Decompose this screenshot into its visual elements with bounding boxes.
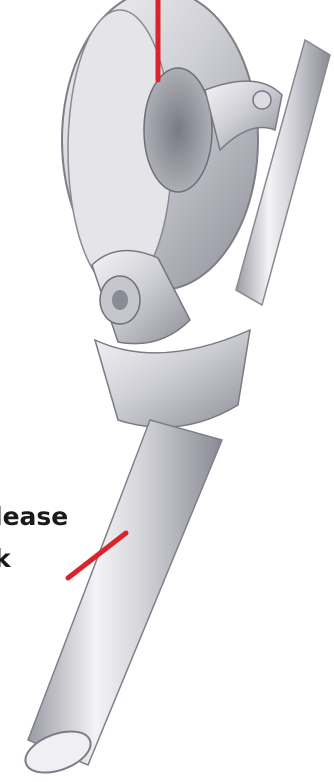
- release-label-line1: lease: [0, 502, 68, 532]
- release-label-line2: k: [0, 544, 11, 574]
- clamp-bore: [144, 68, 212, 192]
- main-rod: [28, 420, 222, 765]
- hinge-pin: [253, 91, 271, 109]
- lower-collar: [95, 330, 250, 427]
